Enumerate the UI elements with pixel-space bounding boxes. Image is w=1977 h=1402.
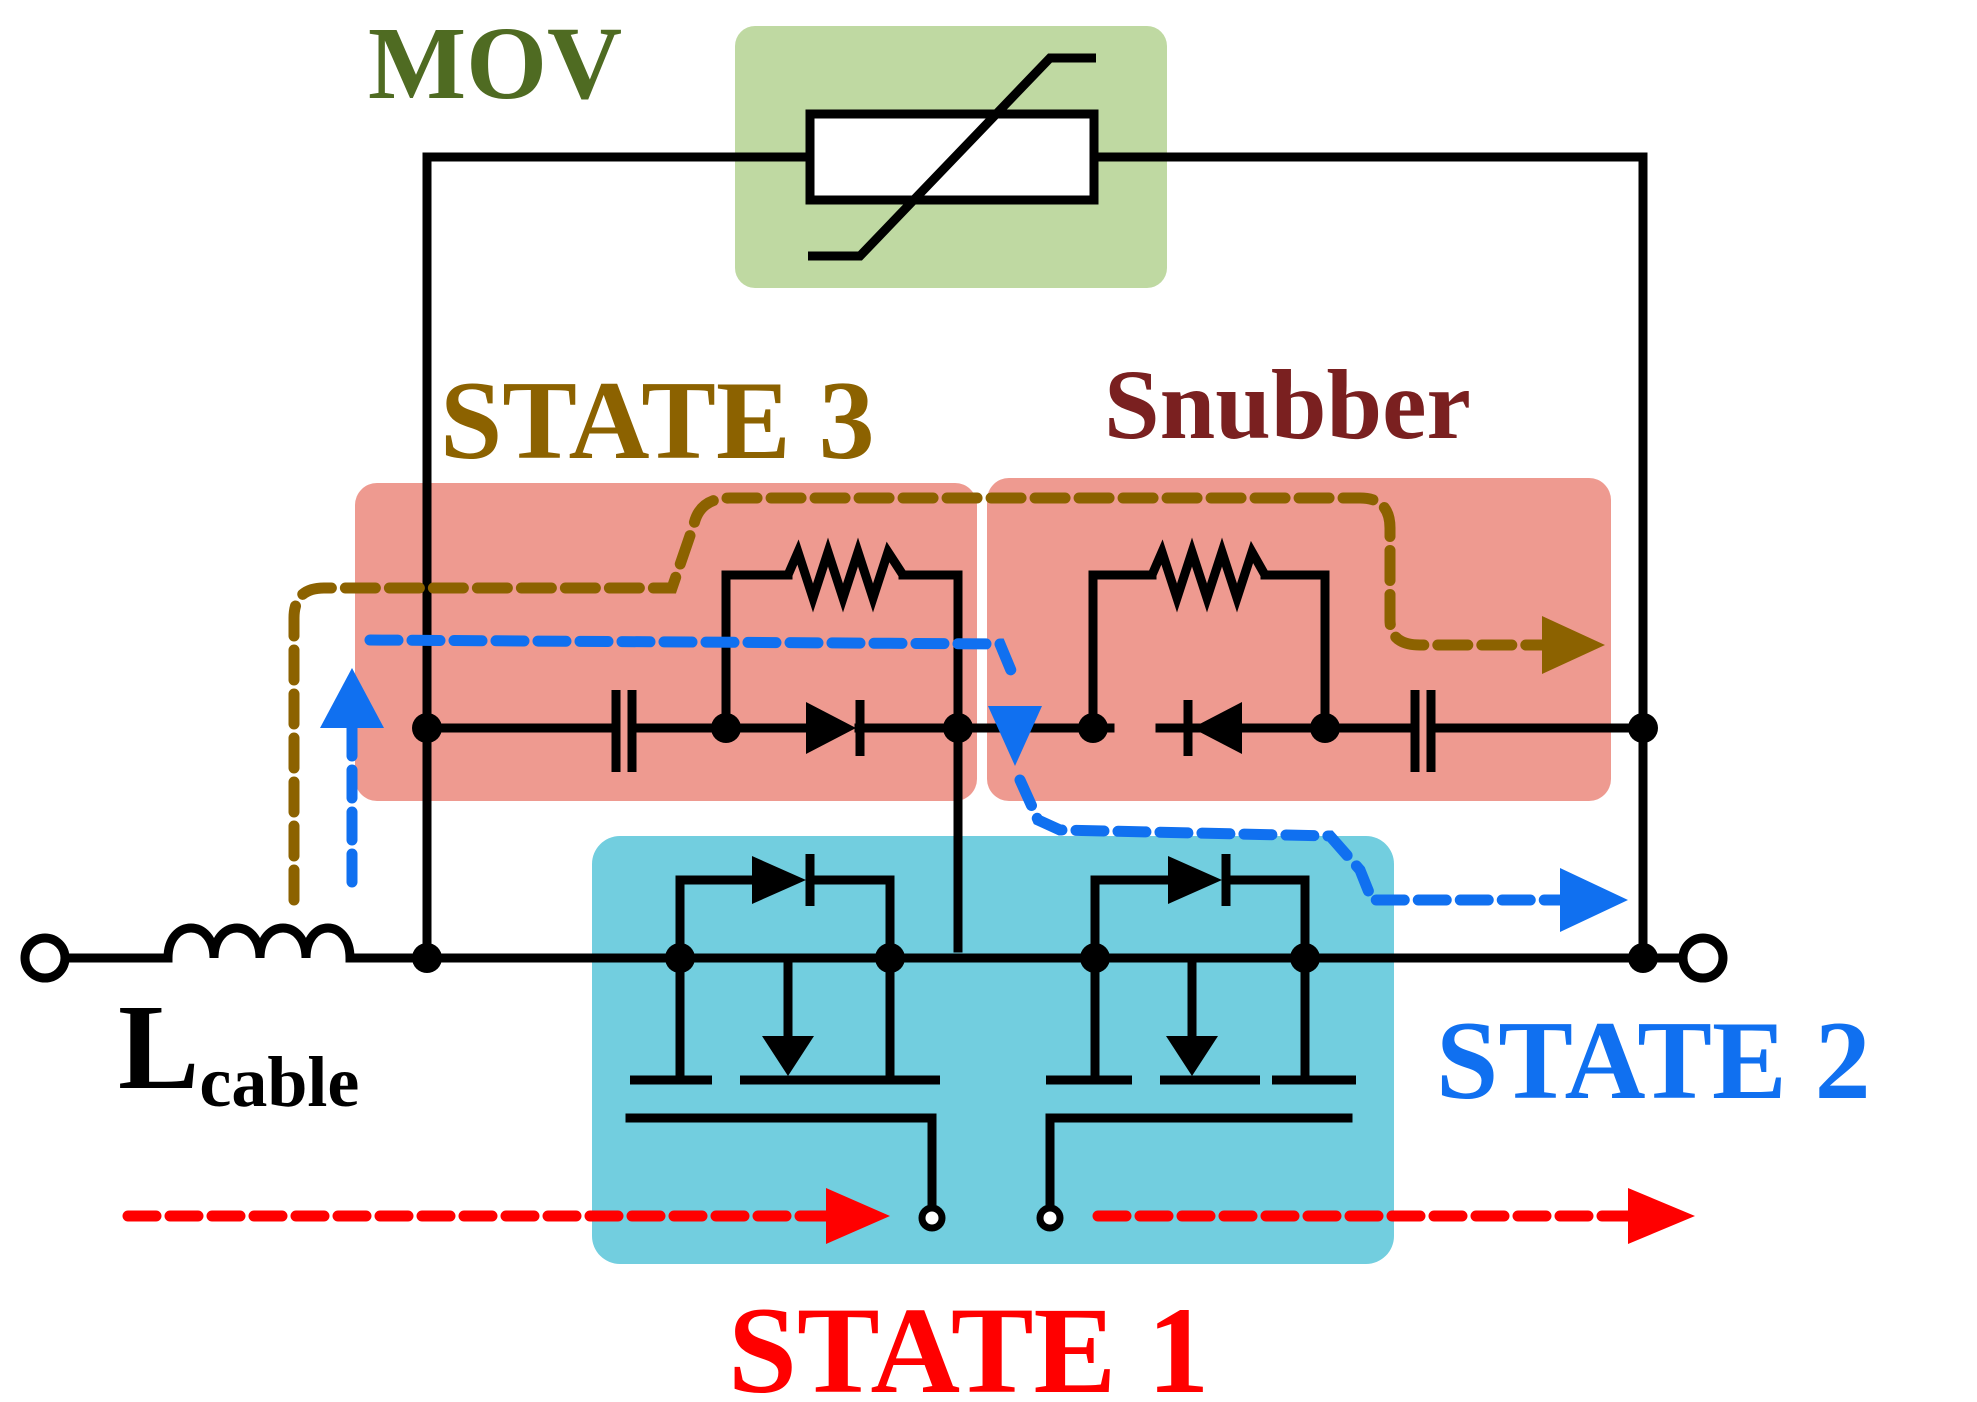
state2-label: STATE 2 (1436, 999, 1871, 1123)
state1-label: STATE 1 (728, 1282, 1209, 1402)
state2-current-path (320, 634, 1628, 932)
snubber-box-right (987, 478, 1611, 801)
resistor-left (783, 537, 907, 613)
junction-dots (412, 713, 1658, 973)
state1-current-path (122, 1188, 1695, 1244)
diode-snubber-right (1183, 700, 1242, 756)
terminal-right (1678, 933, 1728, 983)
mov-label: MOV (368, 6, 622, 121)
diode-snubber-left (806, 700, 865, 756)
switch-box (592, 836, 1394, 1264)
varistor-symbol (805, 53, 1099, 261)
resistor-right (1147, 537, 1269, 613)
mosfet-left (625, 854, 946, 1232)
inductor-symbol (163, 923, 355, 959)
snubber-label: Snubber (1104, 349, 1471, 460)
capacitor-left (611, 690, 637, 772)
terminal-left (20, 933, 70, 983)
state3-current-path (288, 492, 1605, 906)
lcable-main: L (118, 980, 199, 1115)
state3-label: STATE 3 (440, 359, 875, 483)
capacitor-right (1410, 690, 1436, 772)
lcable-label: Lcable (118, 980, 359, 1122)
mosfet-right (1036, 854, 1356, 1232)
lcable-subscript: cable (199, 1042, 359, 1122)
wiring (55, 152, 1688, 963)
